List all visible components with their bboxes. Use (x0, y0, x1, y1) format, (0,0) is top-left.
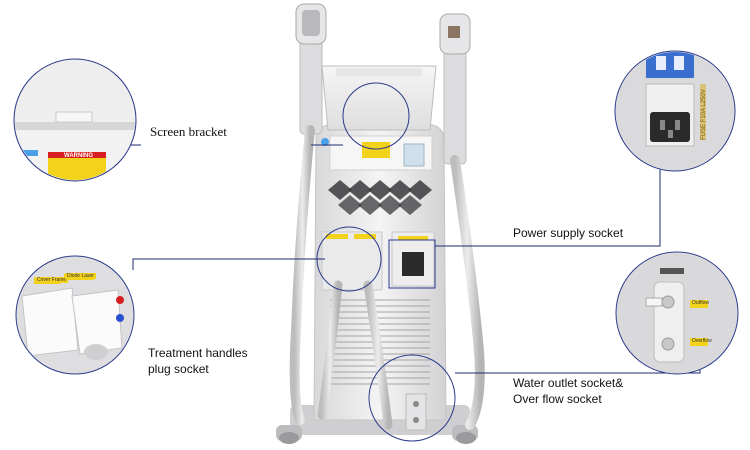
water-outlet-detail (615, 251, 739, 375)
machine-screen (321, 65, 437, 131)
power-socket-zoom-box (388, 239, 436, 289)
power-supply-socket-label: Power supply socket (513, 226, 624, 240)
handpiece-cables (289, 125, 485, 430)
water-tag-bottom: Overflow (692, 338, 712, 344)
handle-tag-right: Diode Laser (65, 273, 96, 279)
water-tag-top: Outflow (692, 300, 709, 306)
fuse-rating-text: FUSE F10A L250V (701, 89, 707, 140)
warning-label-text: WARNING (64, 153, 93, 159)
treatment-handles-label-line2: plug socket (148, 362, 209, 376)
water-outlet-label-line2: Over flow socket (513, 392, 602, 406)
treatment-handles-label-line1: Treatment handles (148, 346, 248, 360)
screen-bracket-detail (13, 58, 137, 182)
handle-tag-left: Cover Frame (35, 277, 69, 283)
handpiece-holders (295, 3, 471, 165)
machine-body (313, 123, 447, 431)
handle-socket-detail (15, 255, 135, 375)
water-outlet-label-line1: Water outlet socket& (513, 376, 624, 390)
power-socket-detail (614, 50, 736, 172)
screen-bracket-label: Screen bracket (150, 124, 227, 139)
